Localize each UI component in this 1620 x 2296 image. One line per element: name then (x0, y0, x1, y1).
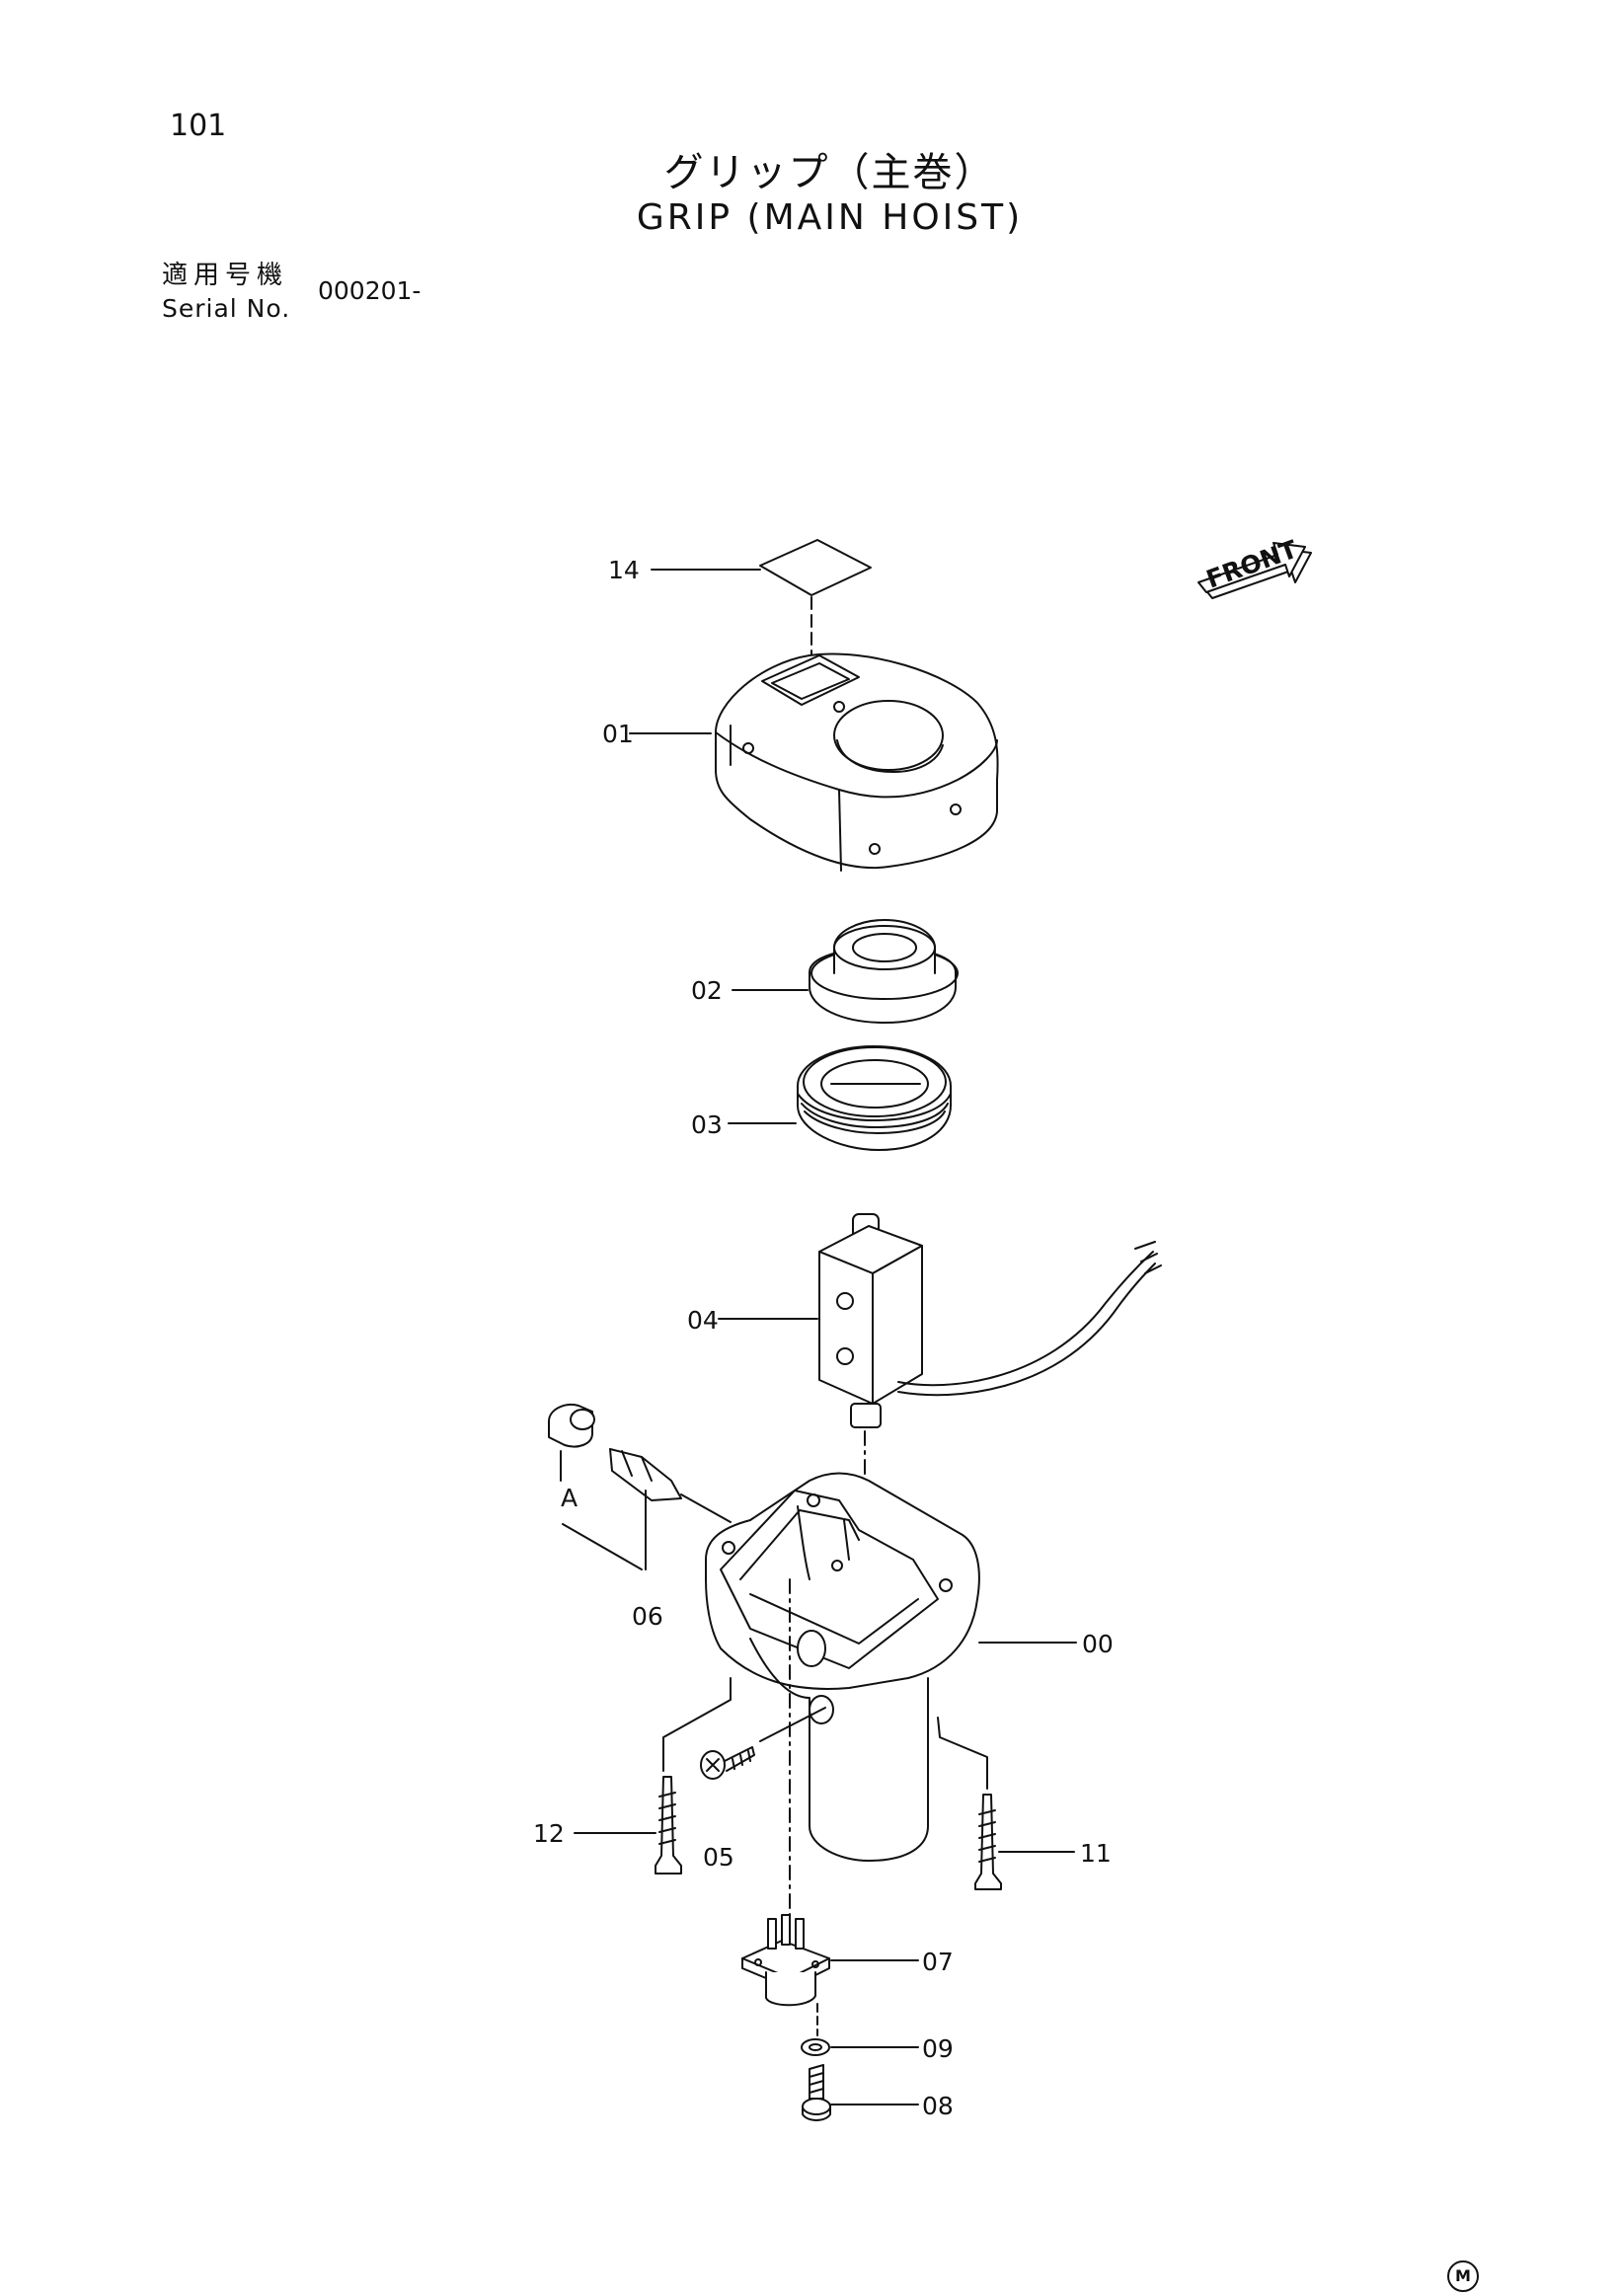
sub-assembly-label-a: A (561, 1484, 578, 1512)
callout-12: 12 (533, 1819, 565, 1848)
page-number: 101 (170, 109, 227, 143)
callout-03: 03 (691, 1110, 723, 1139)
part-02-cushion (732, 919, 959, 1024)
callout-04: 04 (687, 1306, 719, 1335)
callout-09: 09 (922, 2034, 954, 2063)
part-08-bolt (802, 2064, 919, 2121)
callout-00: 00 (1082, 1630, 1114, 1658)
part-09-washer (801, 2038, 919, 2056)
callout-06: 06 (632, 1602, 663, 1631)
part-03-ring-nut (728, 1045, 952, 1151)
serial-label-english: Serial No. (162, 294, 291, 323)
part-11-tapping-screw-right (937, 1717, 1075, 1890)
part-04-switch-block (718, 1213, 1162, 1630)
serial-label-japanese: 適用号機 (162, 261, 289, 290)
part-14-label-plate (651, 539, 872, 672)
front-arrow-icon (1197, 542, 1312, 599)
title-japanese: グリップ（主巻） (663, 150, 996, 195)
part-12-tapping-screw-left (574, 1677, 732, 1875)
callout-08: 08 (922, 2092, 954, 2120)
title-english: GRIP (MAIN HOIST) (636, 197, 1024, 238)
circled-m-mark: M (1447, 2260, 1479, 2292)
serial-value: 000201- (318, 276, 422, 305)
callout-11: 11 (1080, 1839, 1112, 1868)
part-06-switch: A (548, 1404, 732, 1570)
part-07-connector (741, 1914, 919, 2036)
callout-14: 14 (608, 556, 640, 584)
callout-07: 07 (922, 1948, 954, 1976)
part-01-grip-cover (629, 652, 999, 872)
part-00-grip-body (705, 1472, 1077, 1936)
callout-02: 02 (691, 976, 723, 1005)
callout-05: 05 (703, 1843, 734, 1872)
part-05-screw (700, 1707, 826, 1780)
callout-01: 01 (602, 720, 634, 748)
